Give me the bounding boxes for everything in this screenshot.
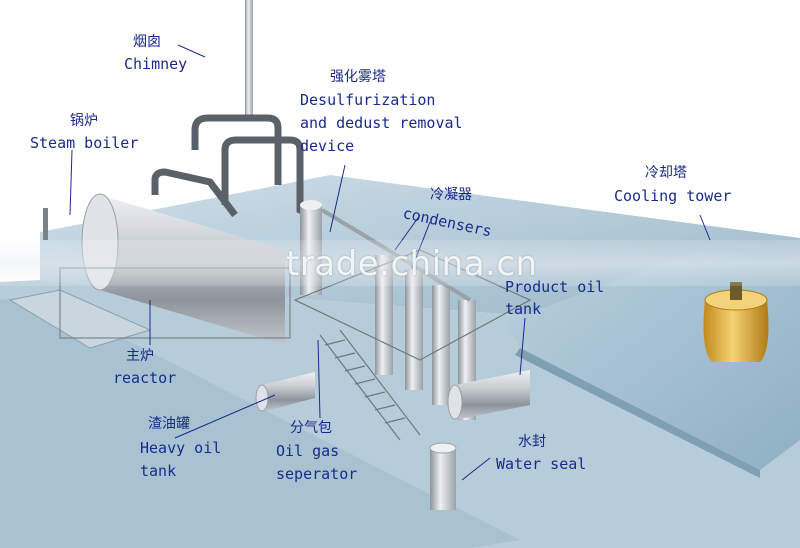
steam-boiler-label-zh: 锅炉 xyxy=(70,113,98,129)
reactor-label: reactor xyxy=(113,369,177,387)
heavy-oil-tank-label-zh: 渣油罐 xyxy=(148,416,190,432)
desulfurization-label-line2: and dedust removal xyxy=(300,114,463,132)
chimney-label: Chimney xyxy=(124,55,188,73)
cooling-tower-shape xyxy=(703,282,769,362)
product-oil-tank-label-line1: Product oil xyxy=(505,278,605,296)
staircase xyxy=(319,329,421,441)
desulfurization-label-line1: Desulfurization xyxy=(300,91,436,109)
product-oil-tank-label-line2: tank xyxy=(505,300,542,318)
watermark-band xyxy=(0,240,800,286)
oil-gas-separator-label-zh: 分气包 xyxy=(290,420,332,436)
heavy-oil-tank-label-line1: Heavy oil xyxy=(140,439,222,457)
cooling-tower-platform-side xyxy=(515,348,760,478)
cooling-tower-label: Cooling tower xyxy=(614,187,732,205)
oil-gas-separator-label-line1: Oil gas xyxy=(276,442,340,460)
water-seal-label-zh: 水封 xyxy=(518,434,546,450)
chimney-pipe xyxy=(191,114,282,185)
chimney-stack xyxy=(245,0,253,120)
floor-platform-edge xyxy=(0,296,520,548)
boiler-stack xyxy=(43,208,48,240)
cooling-tower-label-zh: 冷却塔 xyxy=(645,165,687,181)
chimney-label-zh: 烟囱 xyxy=(133,34,161,50)
desulfurization-column-top xyxy=(300,200,322,210)
heavy-oil-tank-label-line2: tank xyxy=(140,462,177,480)
water-seal-tank xyxy=(429,442,457,510)
dedust-pipe xyxy=(221,136,312,219)
desulfurization-label-line3: device xyxy=(300,137,355,155)
watermark-text: trade.china.cn xyxy=(286,244,538,284)
water-seal-label: Water seal xyxy=(496,455,587,473)
desulfurization-label-zh: 强化雾塔 xyxy=(330,69,386,85)
reactor-label-zh: 主炉 xyxy=(126,348,154,364)
boiler-pipe xyxy=(151,168,238,218)
product-oil-tank xyxy=(447,370,530,420)
steam-boiler-label: Steam boiler xyxy=(30,134,139,152)
oil-gas-separator-label-line2: seperator xyxy=(276,465,358,483)
condensers-label-zh: 冷凝器 xyxy=(430,187,472,203)
